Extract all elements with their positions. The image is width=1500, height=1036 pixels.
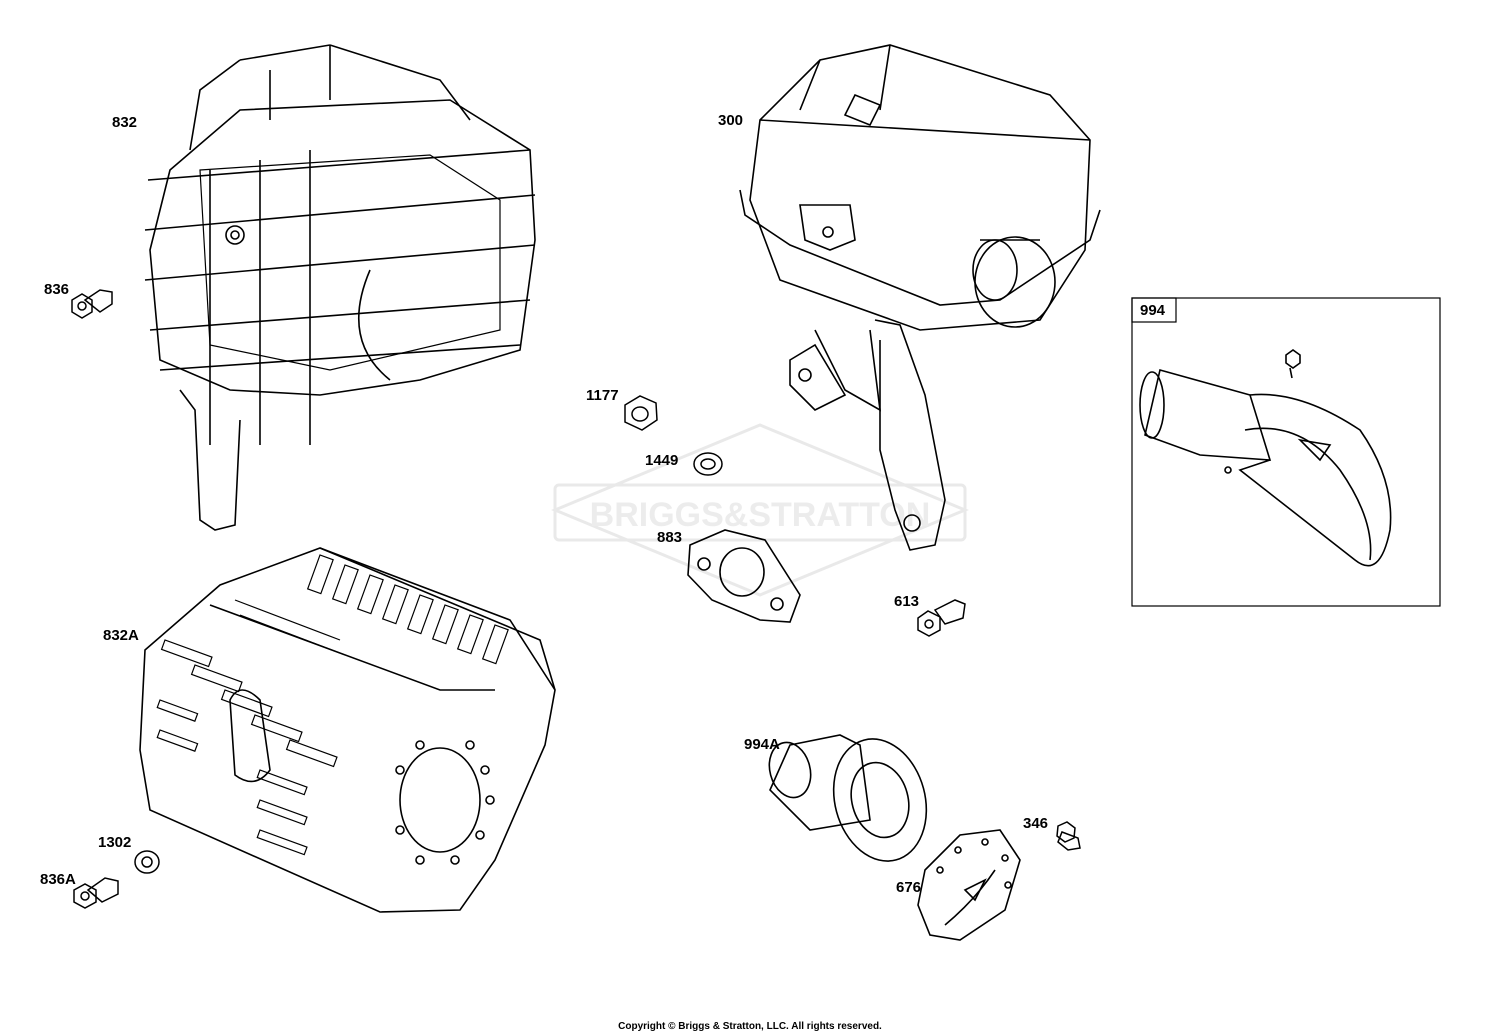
part-832-spark-arrestor-guard[interactable] bbox=[144, 44, 536, 531]
part-832A-heat-shield[interactable] bbox=[139, 547, 556, 913]
callout-346: 346 bbox=[1023, 815, 1049, 832]
copyright-notice: Copyright © Briggs & Stratton, LLC. All … bbox=[618, 1021, 882, 1032]
part-1177-nut[interactable] bbox=[624, 395, 658, 431]
part-1302-washer[interactable] bbox=[134, 850, 160, 874]
part-883-gasket[interactable] bbox=[687, 529, 801, 623]
inset-994-box bbox=[1131, 297, 1441, 607]
callout-994A: 994A bbox=[744, 736, 780, 753]
inset-994-label: 994 bbox=[1140, 302, 1166, 319]
part-300-muffler[interactable] bbox=[739, 44, 1101, 551]
callout-832: 832 bbox=[112, 114, 138, 131]
part-1449-washer[interactable] bbox=[693, 452, 723, 476]
callout-832A: 832A bbox=[103, 627, 139, 644]
callout-300: 300 bbox=[718, 112, 744, 129]
part-836A-bolt[interactable] bbox=[73, 877, 119, 909]
callout-1449: 1449 bbox=[645, 452, 679, 469]
callout-836A: 836A bbox=[40, 871, 76, 888]
callout-836: 836 bbox=[44, 281, 70, 298]
callout-676: 676 bbox=[896, 879, 922, 896]
part-994-spark-arrestor[interactable] bbox=[1139, 349, 1392, 567]
callout-1302: 1302 bbox=[98, 834, 132, 851]
callout-613: 613 bbox=[894, 593, 920, 610]
callout-883: 883 bbox=[657, 529, 683, 546]
part-613-bolt[interactable] bbox=[917, 599, 966, 637]
watermark-text: BRIGGS&STRATTON bbox=[590, 496, 931, 534]
part-994A-deflector[interactable] bbox=[763, 728, 939, 871]
part-346-screw[interactable] bbox=[1056, 821, 1081, 851]
watermark-logo: BRIGGS&STRATTON bbox=[551, 423, 969, 597]
part-676-end-cap[interactable] bbox=[917, 829, 1021, 941]
callout-1177: 1177 bbox=[586, 387, 619, 404]
part-836-bolt[interactable] bbox=[71, 289, 113, 319]
